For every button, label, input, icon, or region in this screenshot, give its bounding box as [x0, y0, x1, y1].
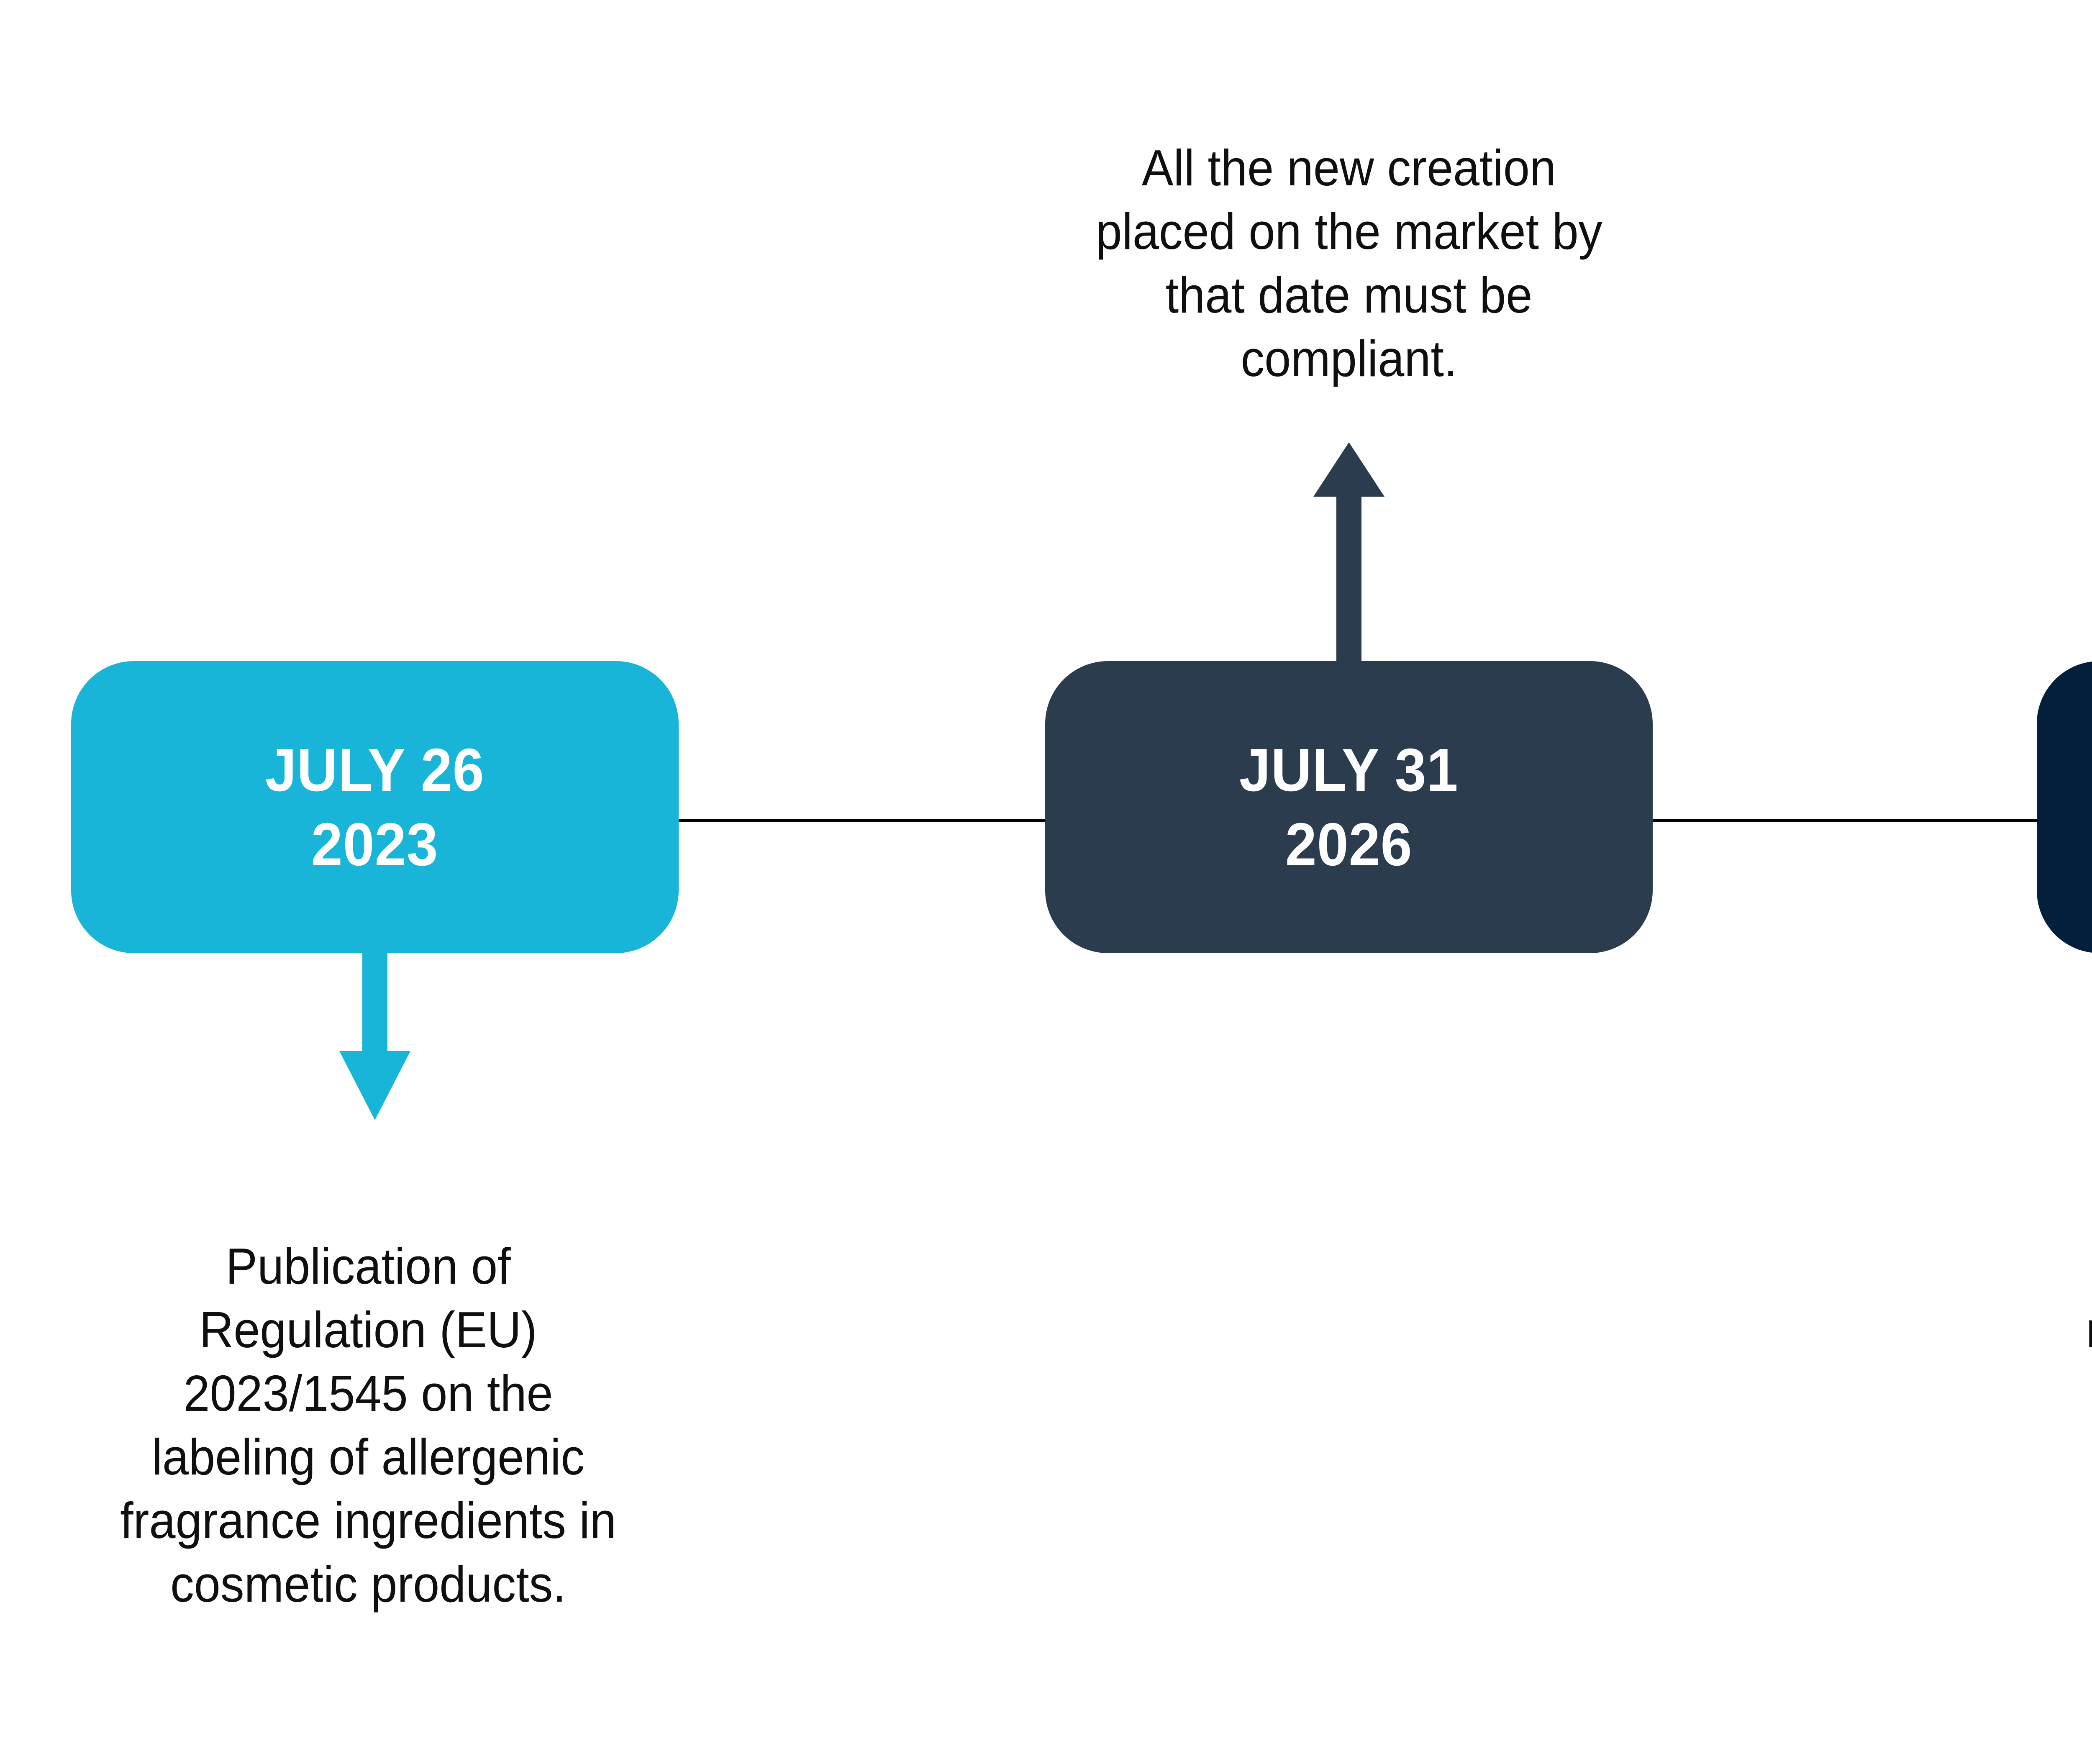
down-arrow-stem — [362, 953, 387, 1052]
up-arrow-stem — [1336, 496, 1361, 662]
timeline-connector-line — [1653, 819, 2037, 822]
down-arrow-icon — [339, 1051, 410, 1120]
milestone-date-label: JULY 31 2026 — [1239, 736, 1459, 878]
up-arrow-icon — [1313, 442, 1384, 497]
milestone-box-2028: JULY 31 2028 — [2037, 661, 2092, 953]
timeline-connector-line — [679, 819, 1045, 822]
milestone-box-2026: JULY 31 2026 — [1045, 661, 1653, 953]
milestone-2026-description: All the new creation placed on the marke… — [1095, 139, 1602, 387]
milestone-date-label: JULY 26 2023 — [265, 736, 485, 878]
milestone-box-2023: JULY 26 2023 — [71, 661, 679, 953]
milestone-2023-description: Publication of Regulation (EU) 2023/1545… — [120, 1238, 616, 1613]
milestone-2028-description: Withdrawal from the market of non-compli… — [2010, 1234, 2092, 1425]
